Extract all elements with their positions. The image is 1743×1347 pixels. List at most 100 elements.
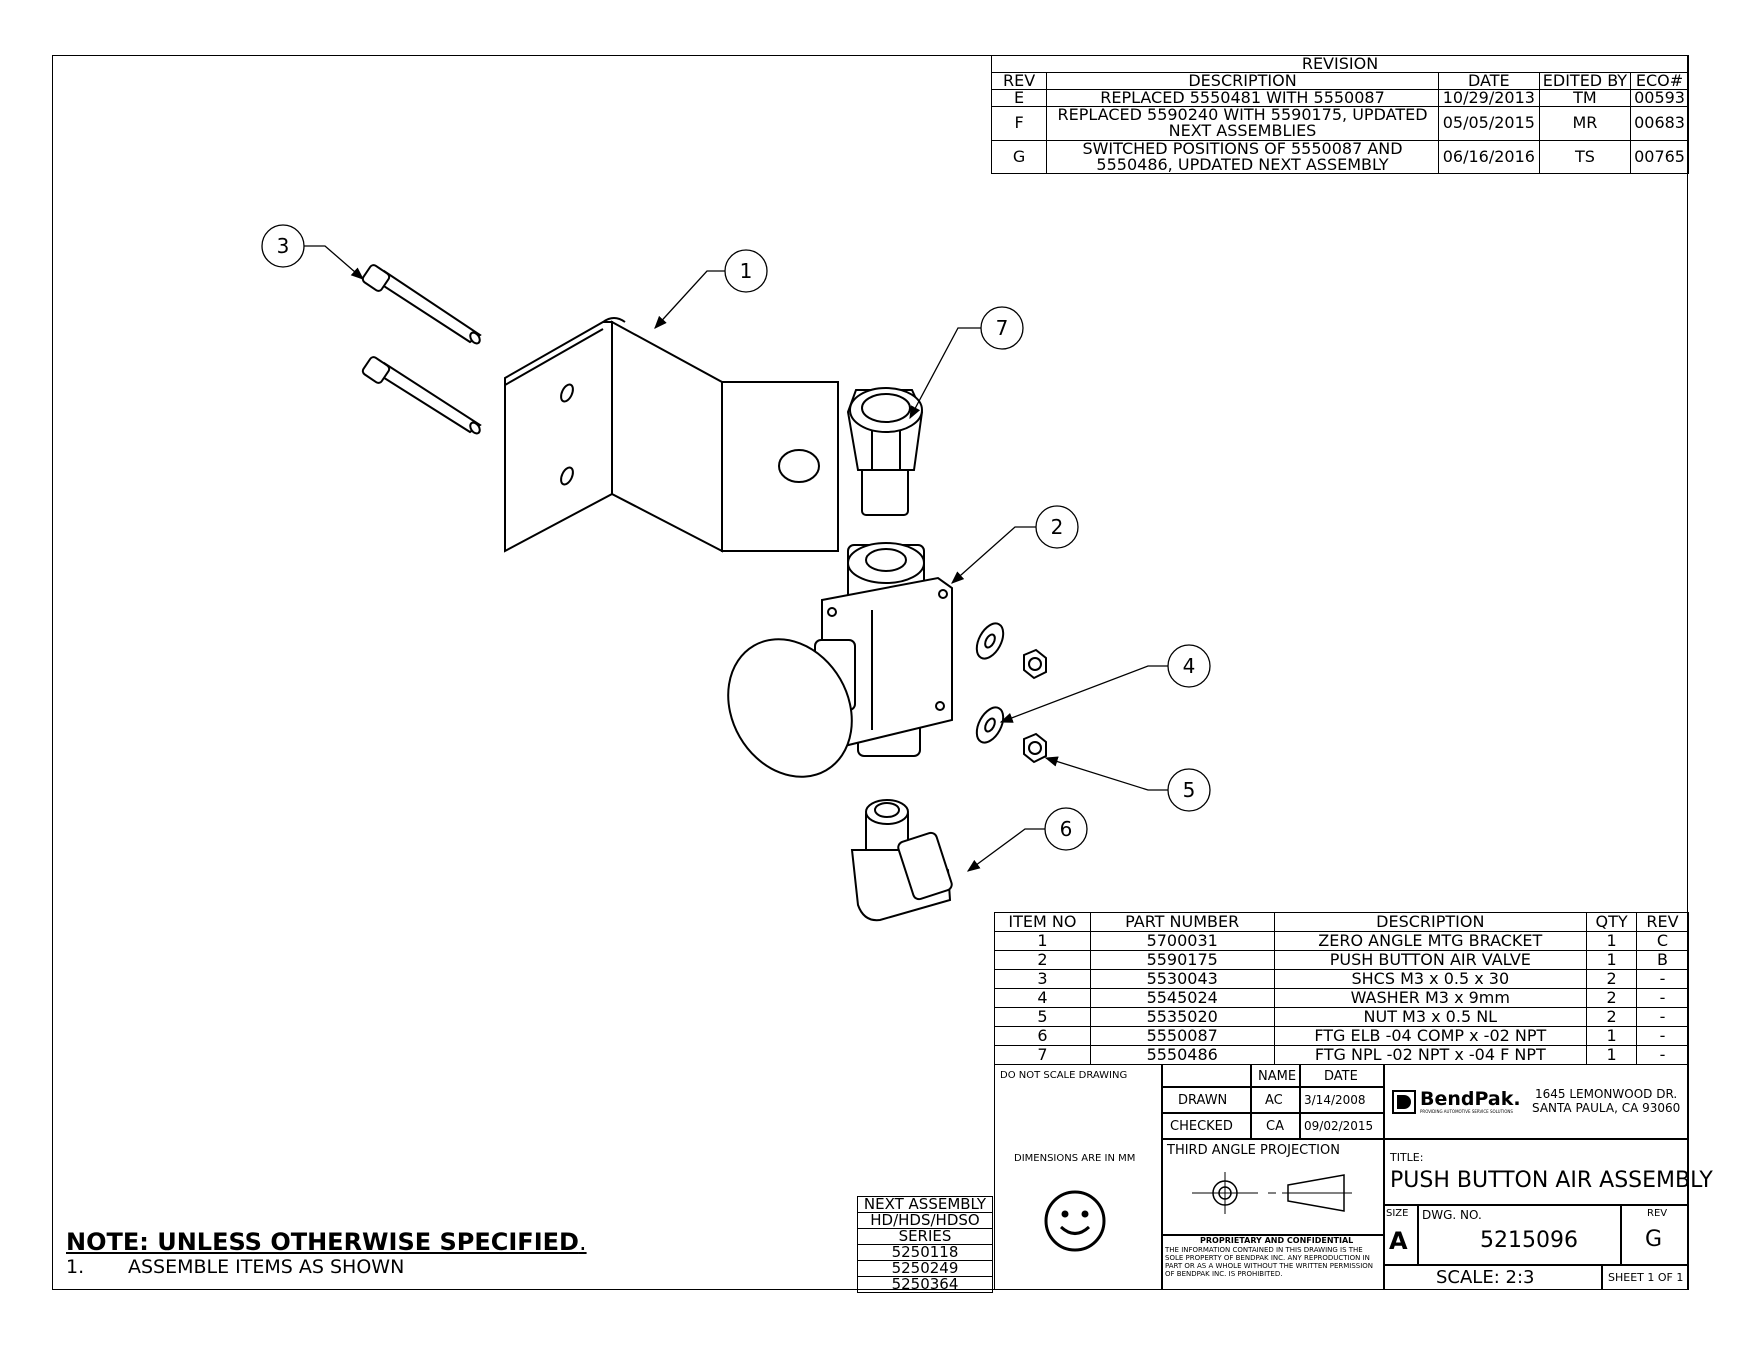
proprietary-title: PROPRIETARY AND CONFIDENTIAL [1200,1236,1354,1245]
revision-cell-rev: F [990,106,1048,141]
revision-row: F REPLACED 5590240 WITH 5590175, UPDATED… [990,106,1689,141]
revision-header-description: DESCRIPTION [1046,72,1439,90]
next-assembly-row: HD/HDS/HDSO [857,1212,993,1229]
bom-cell-rev: C [1636,931,1689,951]
bom-cell-rev: - [1636,1045,1689,1065]
projection-label: THIRD ANGLE PROJECTION [1167,1143,1340,1158]
logo-text: BendPak. [1420,1088,1521,1110]
revision-row: E REPLACED 5550481 WITH 5550087 10/29/20… [990,89,1689,107]
part-elbow-fitting [850,799,953,922]
logo-tagline: PROVIDING AUTOMOTIVE SERVICE SOLUTIONS [1420,1109,1513,1114]
revision-header-date: DATE [1437,72,1540,90]
balloon-7: 7 [996,316,1009,340]
bom-header-item-no: ITEM NO [994,912,1091,932]
balloon-1: 1 [740,259,753,283]
revision-cell-description: REPLACED 5550481 WITH 5550087 [1046,89,1439,107]
bom-cell-part: 5535020 [1089,1007,1275,1027]
revision-header-rev: REV [990,72,1048,90]
revision-cell-date: 06/16/2016 [1437,139,1540,175]
checked-date: 09/02/2015 [1304,1119,1374,1133]
company-box [1384,1064,1689,1139]
part-push-button-valve [727,542,953,778]
next-assembly-row: SERIES [857,1228,993,1245]
scale-value: SCALE: 2:3 [1436,1267,1535,1288]
revision-header-eco: ECO# [1630,72,1689,90]
checked-label: CHECKED [1170,1119,1233,1134]
bom-cell-rev: - [1636,988,1689,1008]
notes-heading-suffix: . [578,1228,587,1256]
revision-row: G SWITCHED POSITIONS OF 5550087 AND 5550… [990,139,1689,175]
revision-table: REVISION REV DESCRIPTION DATE EDITED BY … [990,55,1689,175]
note-item-text: ASSEMBLE ITEMS AS SHOWN [128,1256,405,1278]
checked-name: CA [1266,1119,1284,1134]
bom-cell-item: 2 [994,950,1091,970]
part-screws [361,264,482,435]
smiley-icon [1044,1190,1106,1252]
bom-cell-rev: - [1636,969,1689,989]
bom-cell-description: NUT M3 x 0.5 NL [1273,1007,1588,1027]
part-nipple-fitting [846,387,924,516]
bom-cell-qty: 2 [1586,1007,1638,1027]
address-line1: 1645 LEMONWOOD DR. [1535,1087,1678,1101]
bom-cell-item: 5 [994,1007,1091,1027]
dwg-no-value: 5215096 [1480,1228,1578,1253]
balloon-4: 4 [1183,654,1196,678]
balloon-3: 3 [277,234,290,258]
bom-cell-description: WASHER M3 x 9mm [1273,988,1588,1008]
bom-cell-description: ZERO ANGLE MTG BRACKET [1273,931,1588,951]
notes-heading: NOTE: UNLESS OTHERWISE SPECIFIED. [66,1228,587,1256]
revision-cell-date: 05/05/2015 [1437,106,1540,141]
bom-header-rev: REV [1636,912,1689,932]
dwg-no-label: DWG. NO. [1422,1208,1482,1222]
revision-cell-eco: 00593 [1630,89,1689,107]
bom-cell-rev: B [1636,950,1689,970]
bom-cell-qty: 1 [1586,1026,1638,1046]
part-washers [975,622,1005,744]
part-nuts [1023,648,1047,764]
item-balloons [261,224,1211,851]
bom-cell-item: 4 [994,988,1091,1008]
drawn-name: AC [1265,1093,1283,1108]
bom-cell-part: 5545024 [1089,988,1275,1008]
title-box [1384,1139,1689,1205]
projection-box [1162,1139,1384,1235]
date-header: DATE [1324,1069,1358,1084]
bom-cell-qty: 2 [1586,988,1638,1008]
bom-cell-qty: 1 [1586,1045,1638,1065]
proprietary-text: THE INFORMATION CONTAINED IN THIS DRAWIN… [1165,1246,1374,1278]
bom-cell-description: PUSH BUTTON AIR VALVE [1273,950,1588,970]
bom-header-qty: QTY [1586,912,1638,932]
revision-title: REVISION [991,55,1689,73]
revision-cell-edited-by: MR [1538,106,1632,141]
title-block-left [994,1064,1162,1290]
bom-cell-item: 3 [994,969,1091,989]
next-assembly-row: 5250118 [857,1244,993,1261]
bom-cell-part: 5530043 [1089,969,1275,989]
next-assembly-title: NEXT ASSEMBLY [857,1196,993,1213]
next-assembly-row: 5250249 [857,1260,993,1277]
bom-cell-description: SHCS M3 x 0.5 x 30 [1273,969,1588,989]
bom-cell-item: 7 [994,1045,1091,1065]
bom-cell-part: 5550087 [1089,1026,1275,1046]
bom-cell-rev: - [1636,1007,1689,1027]
bom-header-part-number: PART NUMBER [1089,912,1275,932]
do-not-scale-note: DO NOT SCALE DRAWING [1000,1070,1128,1081]
drawn-label: DRAWN [1178,1093,1228,1108]
balloon-2: 2 [1051,515,1064,539]
size-value: A [1389,1227,1408,1255]
revision-cell-date: 10/29/2013 [1437,89,1540,107]
balloon-6: 6 [1060,817,1073,841]
bom-cell-description: FTG NPL -02 NPT x -04 F NPT [1273,1045,1588,1065]
balloon-5: 5 [1183,778,1196,802]
revision-cell-edited-by: TM [1538,89,1632,107]
third-angle-projection-icon [1192,1172,1352,1214]
bom-cell-rev: - [1636,1026,1689,1046]
revision-cell-edited-by: TS [1538,139,1632,175]
revision-cell-rev: G [990,139,1048,175]
bom-cell-part: 5590175 [1089,950,1275,970]
